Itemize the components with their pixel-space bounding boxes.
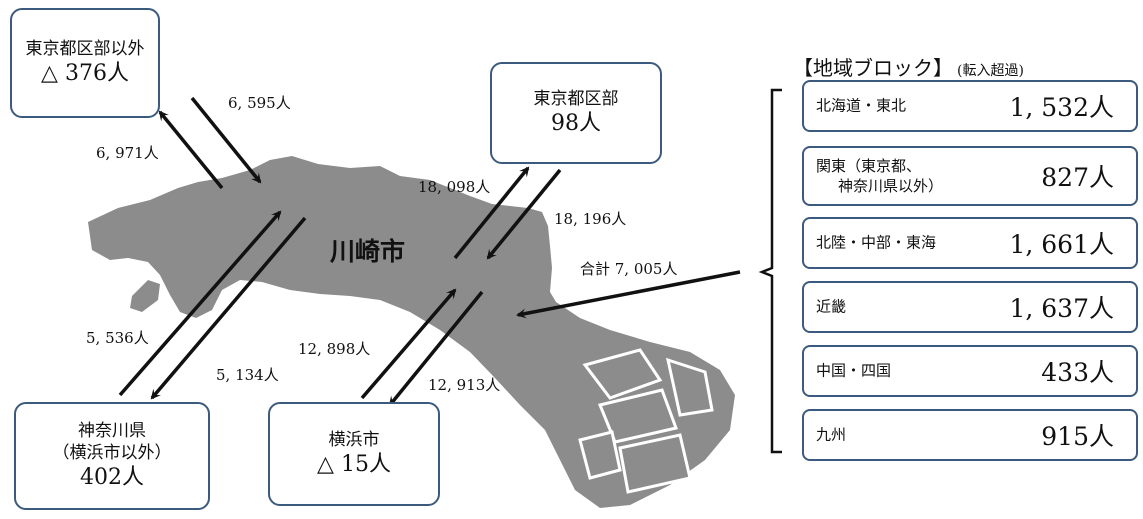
flow-label: 5, 134人 [216,366,279,384]
box-name: 横浜市 [328,430,380,450]
arrow-from-regions [516,270,741,319]
box-name: 神奈川県 [78,421,146,441]
region-value: 827人 [1041,163,1114,192]
region-row: 九州 915人 [802,409,1138,461]
box-name: 東京都区部 [533,89,619,109]
region-value: 1, 637人 [1009,294,1114,323]
region-row: 中国・四国 433人 [802,345,1138,397]
arrow-to-kawasaki-from-tokyo-outside [190,96,262,184]
flow-label: 5, 536人 [86,329,149,347]
region-name: 九州 [816,425,847,444]
region-value: 915人 [1041,422,1114,451]
arrow-to-tokyo-outside [158,110,224,190]
region-value: 1, 661人 [1009,230,1114,259]
arrow-to-kanagawa [150,216,307,400]
box-name: 東京都区部以外 [25,39,145,59]
arrow-to-yokohama [388,290,484,407]
region-name: 関東（東京都、 神奈川県以外） [816,156,943,196]
arrow-to-kawasaki-from-kanagawa [118,210,282,397]
box-value: 402人 [80,465,144,490]
arrow-to-kawasaki-from-tokyo-wards [486,168,562,260]
flow-label: 18, 098人 [418,178,491,196]
region-value: 433人 [1041,358,1114,387]
box-kanagawa: 神奈川県 （横浜市以外） 402人 [14,402,210,510]
flow-label-total: 合計 7, 005人 [580,260,678,278]
flow-label: 6, 595人 [228,94,291,112]
land-block [578,430,622,480]
box-value: △ 15人 [317,452,391,477]
flow-label: 18, 196人 [554,210,627,228]
land-block [618,433,692,494]
flow-label: 6, 971人 [96,144,159,162]
regions-title: 【地域ブロック】(転入超過) [793,52,1024,81]
region-name: 北陸・中部・東海 [816,233,937,252]
arrow-to-kawasaki-from-yokohama [360,288,457,400]
flow-label: 12, 913人 [428,376,501,394]
region-row: 北陸・中部・東海 1, 661人 [802,217,1138,269]
region-name-line2: 神奈川県以外） [838,177,944,195]
arrow-to-tokyo-wards [453,166,530,260]
island-shape [130,280,160,312]
region-name: 近畿 [816,297,847,316]
box-tokyo-wards: 東京都区部 98人 [490,62,662,164]
land-block [665,357,714,417]
land-block [597,388,678,444]
region-value: 1, 532人 [1009,93,1114,122]
region-brace [758,88,782,454]
region-row: 北海道・東北 1, 532人 [802,80,1138,132]
regions-title-sub: (転入超過) [957,63,1024,79]
region-name-line1: 関東（東京都、 [816,157,922,175]
regions-title-main: 【地域ブロック】 [793,56,953,80]
region-name: 北海道・東北 [816,96,907,115]
region-name: 中国・四国 [816,361,892,380]
land-block [582,348,663,400]
city-label: 川崎市 [330,237,406,266]
box-name-sub: （横浜市以外） [52,443,172,463]
region-row: 関東（東京都、 神奈川県以外） 827人 [802,146,1138,206]
box-value: 98人 [551,111,601,136]
box-yokohama: 横浜市 △ 15人 [268,402,440,506]
box-tokyo-outside-wards: 東京都区部以外 △ 376人 [10,8,160,118]
flow-label: 12, 898人 [298,340,371,358]
region-row: 近畿 1, 637人 [802,281,1138,333]
box-value: △ 376人 [41,61,129,86]
